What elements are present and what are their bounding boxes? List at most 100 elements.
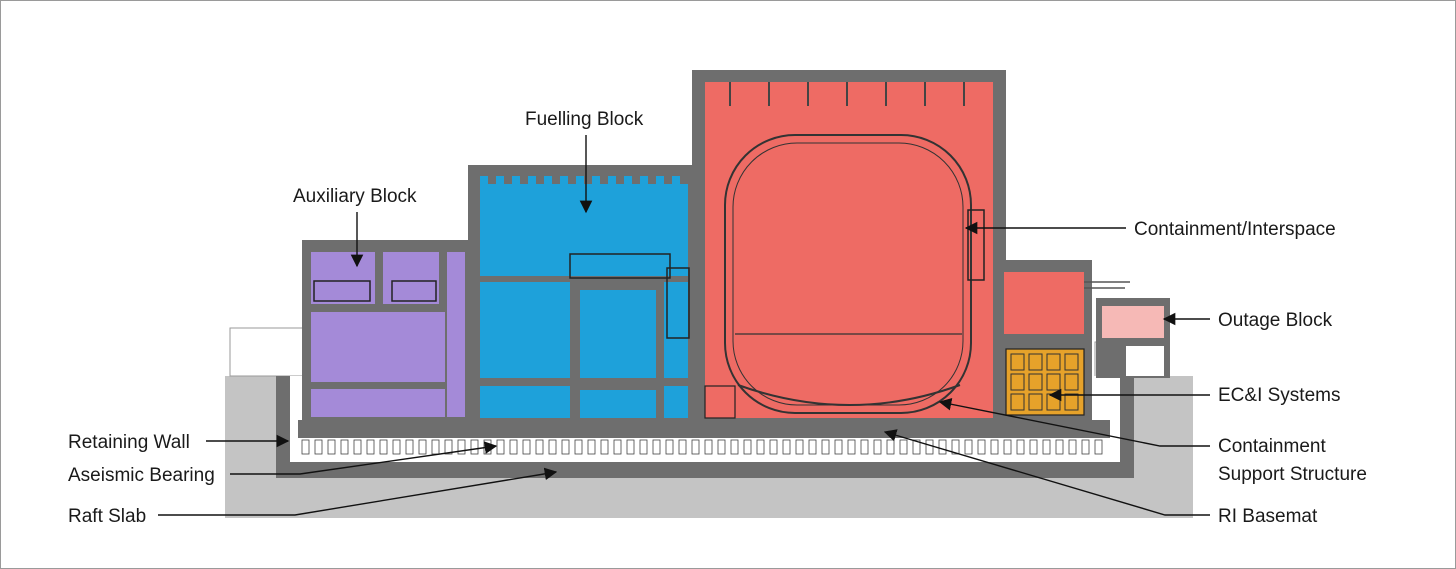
aseismic-bearing — [821, 439, 830, 455]
label-retaining-wall: Retaining Wall — [68, 432, 190, 453]
aseismic-bearing — [522, 439, 531, 455]
aseismic-bearing — [1042, 439, 1051, 455]
auxiliary-room-shaft — [447, 252, 465, 417]
eci-cabinet — [1010, 393, 1025, 411]
leader-containment-support — [938, 398, 1210, 447]
roof-crenel — [632, 176, 640, 184]
aseismic-bearing — [678, 439, 687, 455]
aseismic-bearing — [301, 439, 310, 455]
aseismic-bearing — [1016, 439, 1025, 455]
aseismic-bearing — [1055, 439, 1064, 455]
auxiliary-room-upper-left — [311, 252, 375, 304]
label-aseismic-bearing: Aseismic Bearing — [68, 465, 215, 486]
aseismic-bearing — [1003, 439, 1012, 455]
roof-crenel — [600, 176, 608, 184]
aseismic-bearing — [873, 439, 882, 455]
retaining-wall-left — [276, 376, 290, 476]
aseismic-bearing — [691, 439, 700, 455]
fuelling-room-lower-left — [480, 386, 570, 418]
containment-roof-ribs — [729, 82, 965, 106]
aseismic-bearing — [431, 439, 440, 455]
eci-cabinets — [1010, 353, 1079, 411]
aseismic-bearing — [496, 439, 505, 455]
aseismic-bearing — [652, 439, 661, 455]
aseismic-bearing — [457, 439, 466, 455]
aseismic-bearing — [509, 439, 518, 455]
fuelling-machine — [569, 253, 671, 279]
aseismic-bearing — [639, 439, 648, 455]
eci-cabinet — [1028, 353, 1043, 371]
label-auxiliary-block: Auxiliary Block — [293, 186, 417, 207]
containment-lower-room — [704, 385, 736, 419]
label-containment-support-line2: Support Structure — [1218, 464, 1367, 485]
aseismic-bearing — [860, 439, 869, 455]
containment-equipment — [967, 209, 985, 281]
aseismic-bearing — [444, 439, 453, 455]
aseismic-bearing — [353, 439, 362, 455]
aseismic-bearing — [1081, 439, 1090, 455]
aseismic-bearing — [561, 439, 570, 455]
fuelling-room-right — [664, 282, 688, 378]
fuelling-hall — [480, 176, 688, 276]
aseismic-bearing — [964, 439, 973, 455]
roof-crenel — [568, 176, 576, 184]
roof-crenel — [552, 176, 560, 184]
aseismic-bearing — [795, 439, 804, 455]
roof-crenel — [680, 176, 688, 184]
aseismic-bearing — [756, 439, 765, 455]
raft-slab — [276, 462, 1134, 478]
eci-cabinet — [1010, 373, 1025, 391]
aseismic-bearing — [587, 439, 596, 455]
aseismic-bearing — [600, 439, 609, 455]
roof-crenel — [584, 176, 592, 184]
label-fuelling-block: Fuelling Block — [525, 109, 644, 130]
aseismic-bearing — [548, 439, 557, 455]
label-containment-interspace: Containment/Interspace — [1134, 219, 1336, 240]
eci-cabinet — [1064, 353, 1079, 371]
aseismic-bearing — [1068, 439, 1077, 455]
aseismic-bearing — [1094, 439, 1103, 455]
fuelling-room-lower-right — [664, 386, 688, 418]
aseismic-bearing — [470, 439, 479, 455]
roof-crenel — [648, 176, 656, 184]
aseismic-bearing — [340, 439, 349, 455]
eci-cabinet — [1064, 373, 1079, 391]
aseismic-bearing — [574, 439, 583, 455]
aseismic-bearing — [886, 439, 895, 455]
eci-cabinet — [1028, 373, 1043, 391]
auxiliary-room-middle — [311, 312, 445, 382]
aseismic-bearing — [392, 439, 401, 455]
aseismic-bearing — [535, 439, 544, 455]
aseismic-bearing — [834, 439, 843, 455]
aseismic-bearing — [665, 439, 674, 455]
aseismic-bearing — [938, 439, 947, 455]
roof-crenel — [536, 176, 544, 184]
outage-block-lower — [1126, 346, 1164, 376]
aseismic-bearing — [717, 439, 726, 455]
aseismic-bearing — [899, 439, 908, 455]
aseismic-bearing — [990, 439, 999, 455]
aseismic-bearing — [626, 439, 635, 455]
aseismic-bearing — [366, 439, 375, 455]
aseismic-bearing — [925, 439, 934, 455]
aseismic-bearing — [730, 439, 739, 455]
outage-block-room — [1102, 306, 1164, 338]
retaining-wall-right — [1120, 376, 1134, 476]
aseismic-bearing — [405, 439, 414, 455]
fuelling-room-lower-center — [580, 390, 656, 418]
label-raft-slab: Raft Slab — [68, 506, 146, 527]
label-eci-systems: EC&I Systems — [1218, 385, 1340, 406]
containment-vessel — [724, 134, 972, 414]
aseismic-bearing — [808, 439, 817, 455]
ri-basemat — [298, 420, 1110, 438]
aseismic-bearing — [327, 439, 336, 455]
eci-systems-room — [1005, 348, 1085, 416]
label-ri-basemat: RI Basemat — [1218, 506, 1318, 527]
eci-cabinet — [1064, 393, 1079, 411]
roof-crenel — [616, 176, 624, 184]
leader-raft-slab — [158, 467, 558, 516]
eci-cabinet — [1010, 353, 1025, 371]
fuelling-room-center — [580, 290, 656, 378]
aseismic-bearing — [912, 439, 921, 455]
roof-crenel — [504, 176, 512, 184]
